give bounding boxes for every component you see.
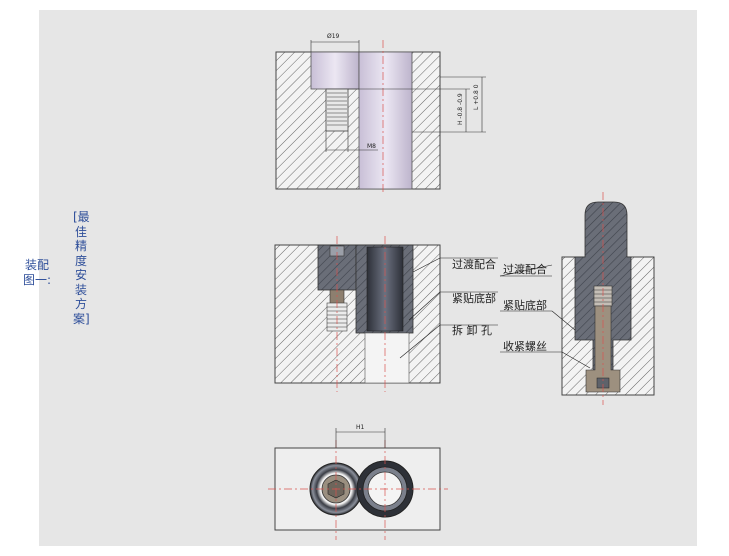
right-label-tighten-screw: 收紧螺丝 [503,339,547,353]
removal-hole [364,332,410,384]
label-bottom-contact: 紧贴底部 [452,291,496,305]
thread-dim: M8 [367,143,376,150]
assembly-title-line2: 图一: [22,273,52,287]
assembly-figure-title: 装配 图一: [12,258,62,288]
top-thread-hole [325,88,349,132]
top-section-view: Ø19 M8 H -0.8 -0.9 L +0.8 0 [275,33,486,195]
middle-section-view: 过渡配合 紧贴底部 拆 卸 孔 [274,236,498,392]
best-precision-title: [最佳精度安装方案] [73,210,90,326]
right-section-view: 过渡配合 紧贴底部 收紧螺丝 [499,192,655,405]
l-dim: L +0.8 0 [473,84,480,110]
h1-dim: H1 [356,424,365,431]
assembly-title-line1: 装配 [24,258,49,272]
label-removal-hole: 拆 卸 孔 [452,323,492,337]
h-dim: H -0.8 -0.9 [457,93,464,125]
top-bushing-bore [358,51,413,190]
top-counterbore [310,51,360,90]
label-transition-fit: 过渡配合 [452,257,496,271]
right-label-transition-fit: 过渡配合 [503,262,547,276]
top-thread-lines [327,92,347,126]
bottom-plan-view: H1 [268,424,448,540]
right-label-bottom-contact: 紧贴底部 [503,298,547,312]
diameter-dim: Ø19 [327,33,340,40]
